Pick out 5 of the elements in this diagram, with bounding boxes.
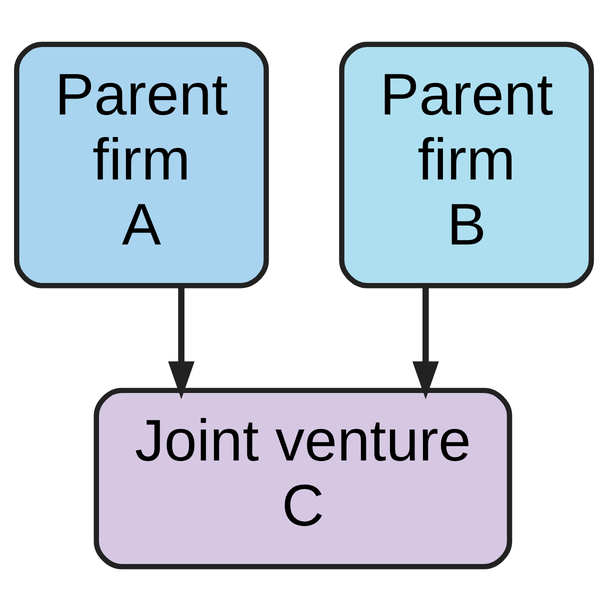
arrow <box>412 286 439 399</box>
arrow <box>168 286 195 399</box>
node-box: Joint venture C <box>94 387 512 569</box>
node-box: Parent firm A <box>14 41 269 288</box>
node-box: Parent firm B <box>339 41 594 288</box>
